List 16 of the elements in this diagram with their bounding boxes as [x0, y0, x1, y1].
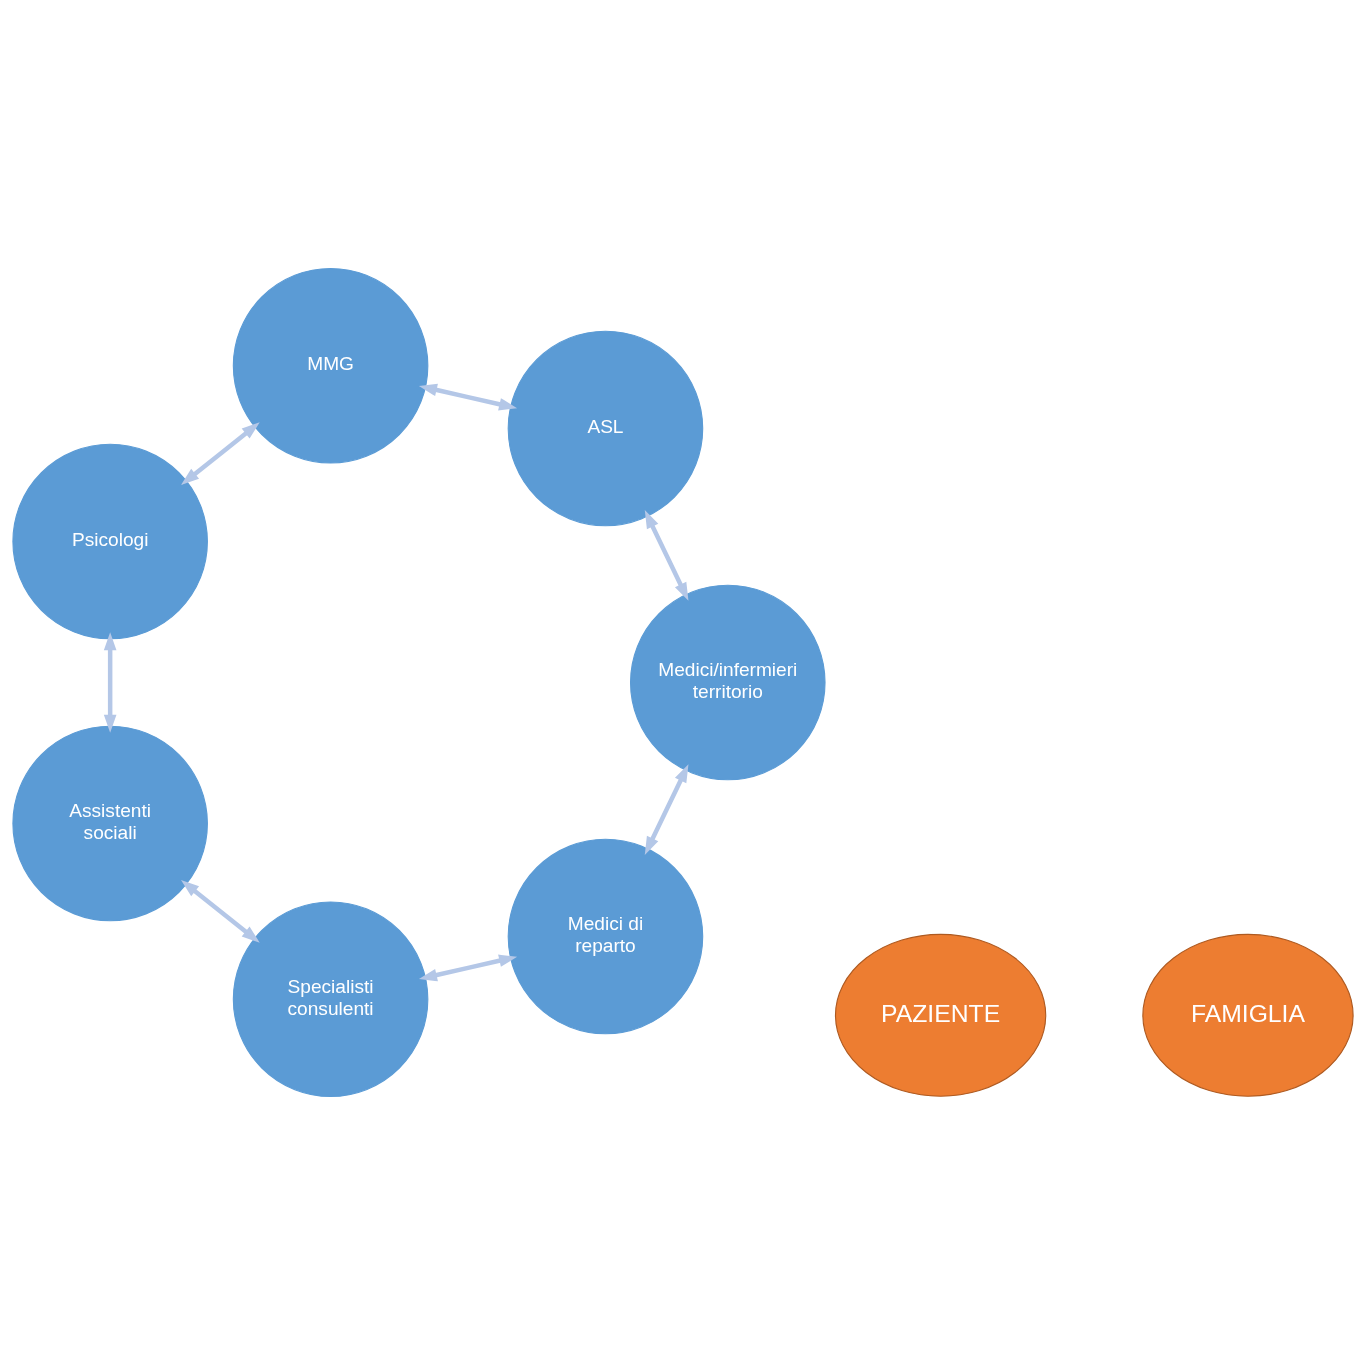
- arrow: [644, 510, 689, 601]
- node-circle: Assistenti sociali: [12, 725, 208, 922]
- node-circle: MMG: [232, 267, 429, 464]
- node-circle: ASL: [507, 330, 704, 527]
- node-circle: Psicologi: [12, 443, 208, 640]
- arrow: [644, 764, 689, 855]
- arrow: [181, 422, 260, 486]
- node-circle: Medici di reparto: [507, 838, 704, 1035]
- node-circle: Specialisti consulenti: [232, 901, 429, 1098]
- arrow: [418, 383, 518, 411]
- arrow: [103, 632, 117, 733]
- node-circle: Medici/infermieri territorio: [630, 584, 826, 781]
- arrow: [181, 879, 260, 943]
- node-ellipse: PAZIENTE: [834, 933, 1047, 1097]
- arrow: [418, 954, 518, 982]
- node-ellipse: FAMIGLIA: [1142, 933, 1354, 1097]
